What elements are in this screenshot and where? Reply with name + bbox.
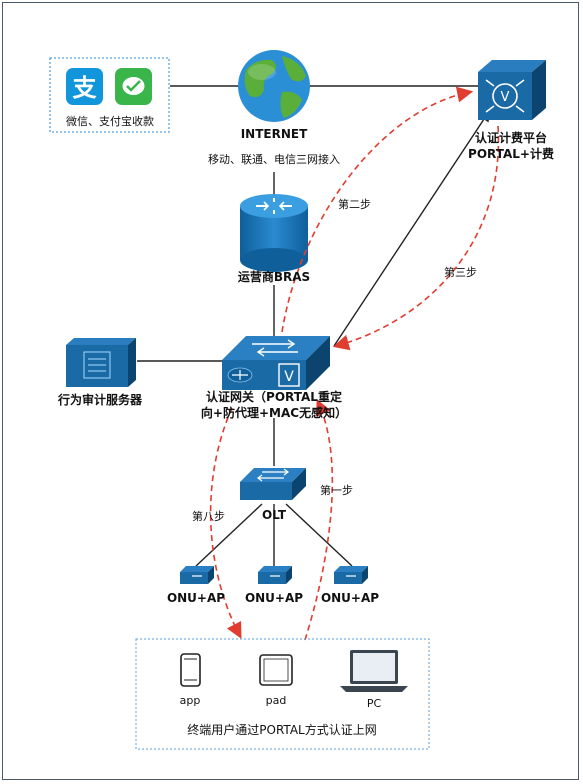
link-olt-onu1 bbox=[195, 503, 263, 567]
onu-ap-icon bbox=[334, 566, 368, 584]
svg-text:支: 支 bbox=[73, 74, 98, 102]
step8-label: 第八步 bbox=[192, 510, 225, 523]
svg-text:V: V bbox=[284, 369, 294, 385]
payment-box: 支 bbox=[49, 57, 170, 133]
onu-label-2: ONU+AP bbox=[244, 591, 304, 605]
device-label-app: app bbox=[179, 694, 201, 707]
svg-text:V: V bbox=[501, 90, 510, 105]
bras-router-icon bbox=[240, 194, 308, 272]
device-label-pc: PC bbox=[366, 697, 382, 710]
internet-subtitle: 移动、联通、电信三网接入 bbox=[208, 153, 340, 166]
onu-label-3: ONU+AP bbox=[320, 591, 380, 605]
bras-label: 运营商BRAS bbox=[237, 270, 311, 284]
gateway-label-1: 认证网关（PORTAL重定 bbox=[206, 390, 342, 404]
audit-server-label: 行为审计服务器 bbox=[57, 393, 143, 407]
onu-ap-icon bbox=[258, 566, 292, 584]
gateway-label-2: 向+防代理+MAC无感知） bbox=[200, 406, 348, 420]
auth-platform-icon: V bbox=[478, 60, 546, 120]
payment-box-label: 微信、支付宝收款 bbox=[66, 115, 154, 128]
wechat-pay-icon bbox=[115, 68, 152, 105]
onu-ap-icon bbox=[180, 566, 214, 584]
phone-icon bbox=[180, 653, 201, 687]
step3-label: 第三步 bbox=[444, 266, 477, 279]
step3-arrow bbox=[332, 125, 500, 351]
link-olt-onu3 bbox=[285, 503, 353, 567]
olt-label: OLT bbox=[261, 508, 287, 522]
step2-label: 第二步 bbox=[338, 198, 371, 211]
laptop-icon bbox=[340, 650, 408, 692]
audit-server-icon bbox=[66, 338, 136, 387]
auth-platform-label-2: PORTAL+计费 bbox=[468, 147, 554, 161]
link-gateway-platform bbox=[333, 108, 491, 347]
device-label-pad: pad bbox=[265, 694, 287, 707]
auth-platform-label-1: 认证计费平台 bbox=[474, 131, 548, 145]
tablet-icon bbox=[259, 654, 293, 686]
internet-globe-icon bbox=[238, 50, 310, 122]
step2-arrow bbox=[281, 86, 474, 333]
internet-title: INTERNET bbox=[240, 127, 308, 141]
olt-switch-icon bbox=[240, 468, 306, 500]
step1-arrow bbox=[304, 399, 334, 641]
terminal-caption: 终端用户通过PORTAL方式认证上网 bbox=[187, 723, 377, 737]
links bbox=[137, 85, 491, 567]
step1-label: 第一步 bbox=[320, 484, 353, 497]
onu-devices bbox=[180, 566, 368, 584]
gateway-switch-icon: V bbox=[222, 336, 330, 390]
onu-label-1: ONU+AP bbox=[166, 591, 226, 605]
terminal-box bbox=[135, 638, 430, 750]
alipay-icon: 支 bbox=[66, 68, 103, 105]
flow-arrows bbox=[209, 86, 500, 641]
